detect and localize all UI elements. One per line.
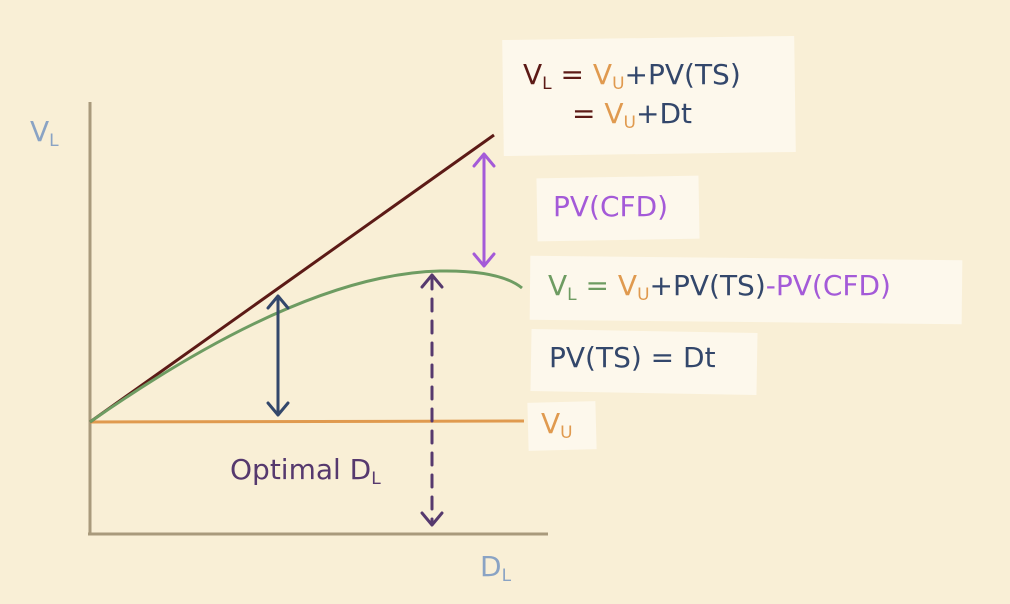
equation2: VL = VU+PV(TS)-PV(CFD) (548, 269, 891, 305)
x-axis-label: DL (480, 550, 512, 586)
unlevered-value-label: VU (541, 407, 573, 443)
pvts-label: PV(TS) = Dt (549, 341, 716, 374)
levered-value-curve (89, 269, 523, 424)
unlevered-value-line (89, 419, 525, 424)
pvcfd-label: PV(CFD) (553, 190, 669, 223)
levered-value-line (89, 133, 495, 424)
equation1-line2: = VU+Dt (572, 97, 692, 133)
optimal-debt-label: Optimal DL (230, 453, 381, 489)
y-axis-label: VL (30, 115, 59, 151)
pvcfd-arrow (472, 152, 496, 268)
equation1-line1: VL = VU+PV(TS) (523, 58, 741, 94)
pvts-arrow (266, 294, 290, 417)
optimal-debt-arrow (420, 273, 444, 527)
